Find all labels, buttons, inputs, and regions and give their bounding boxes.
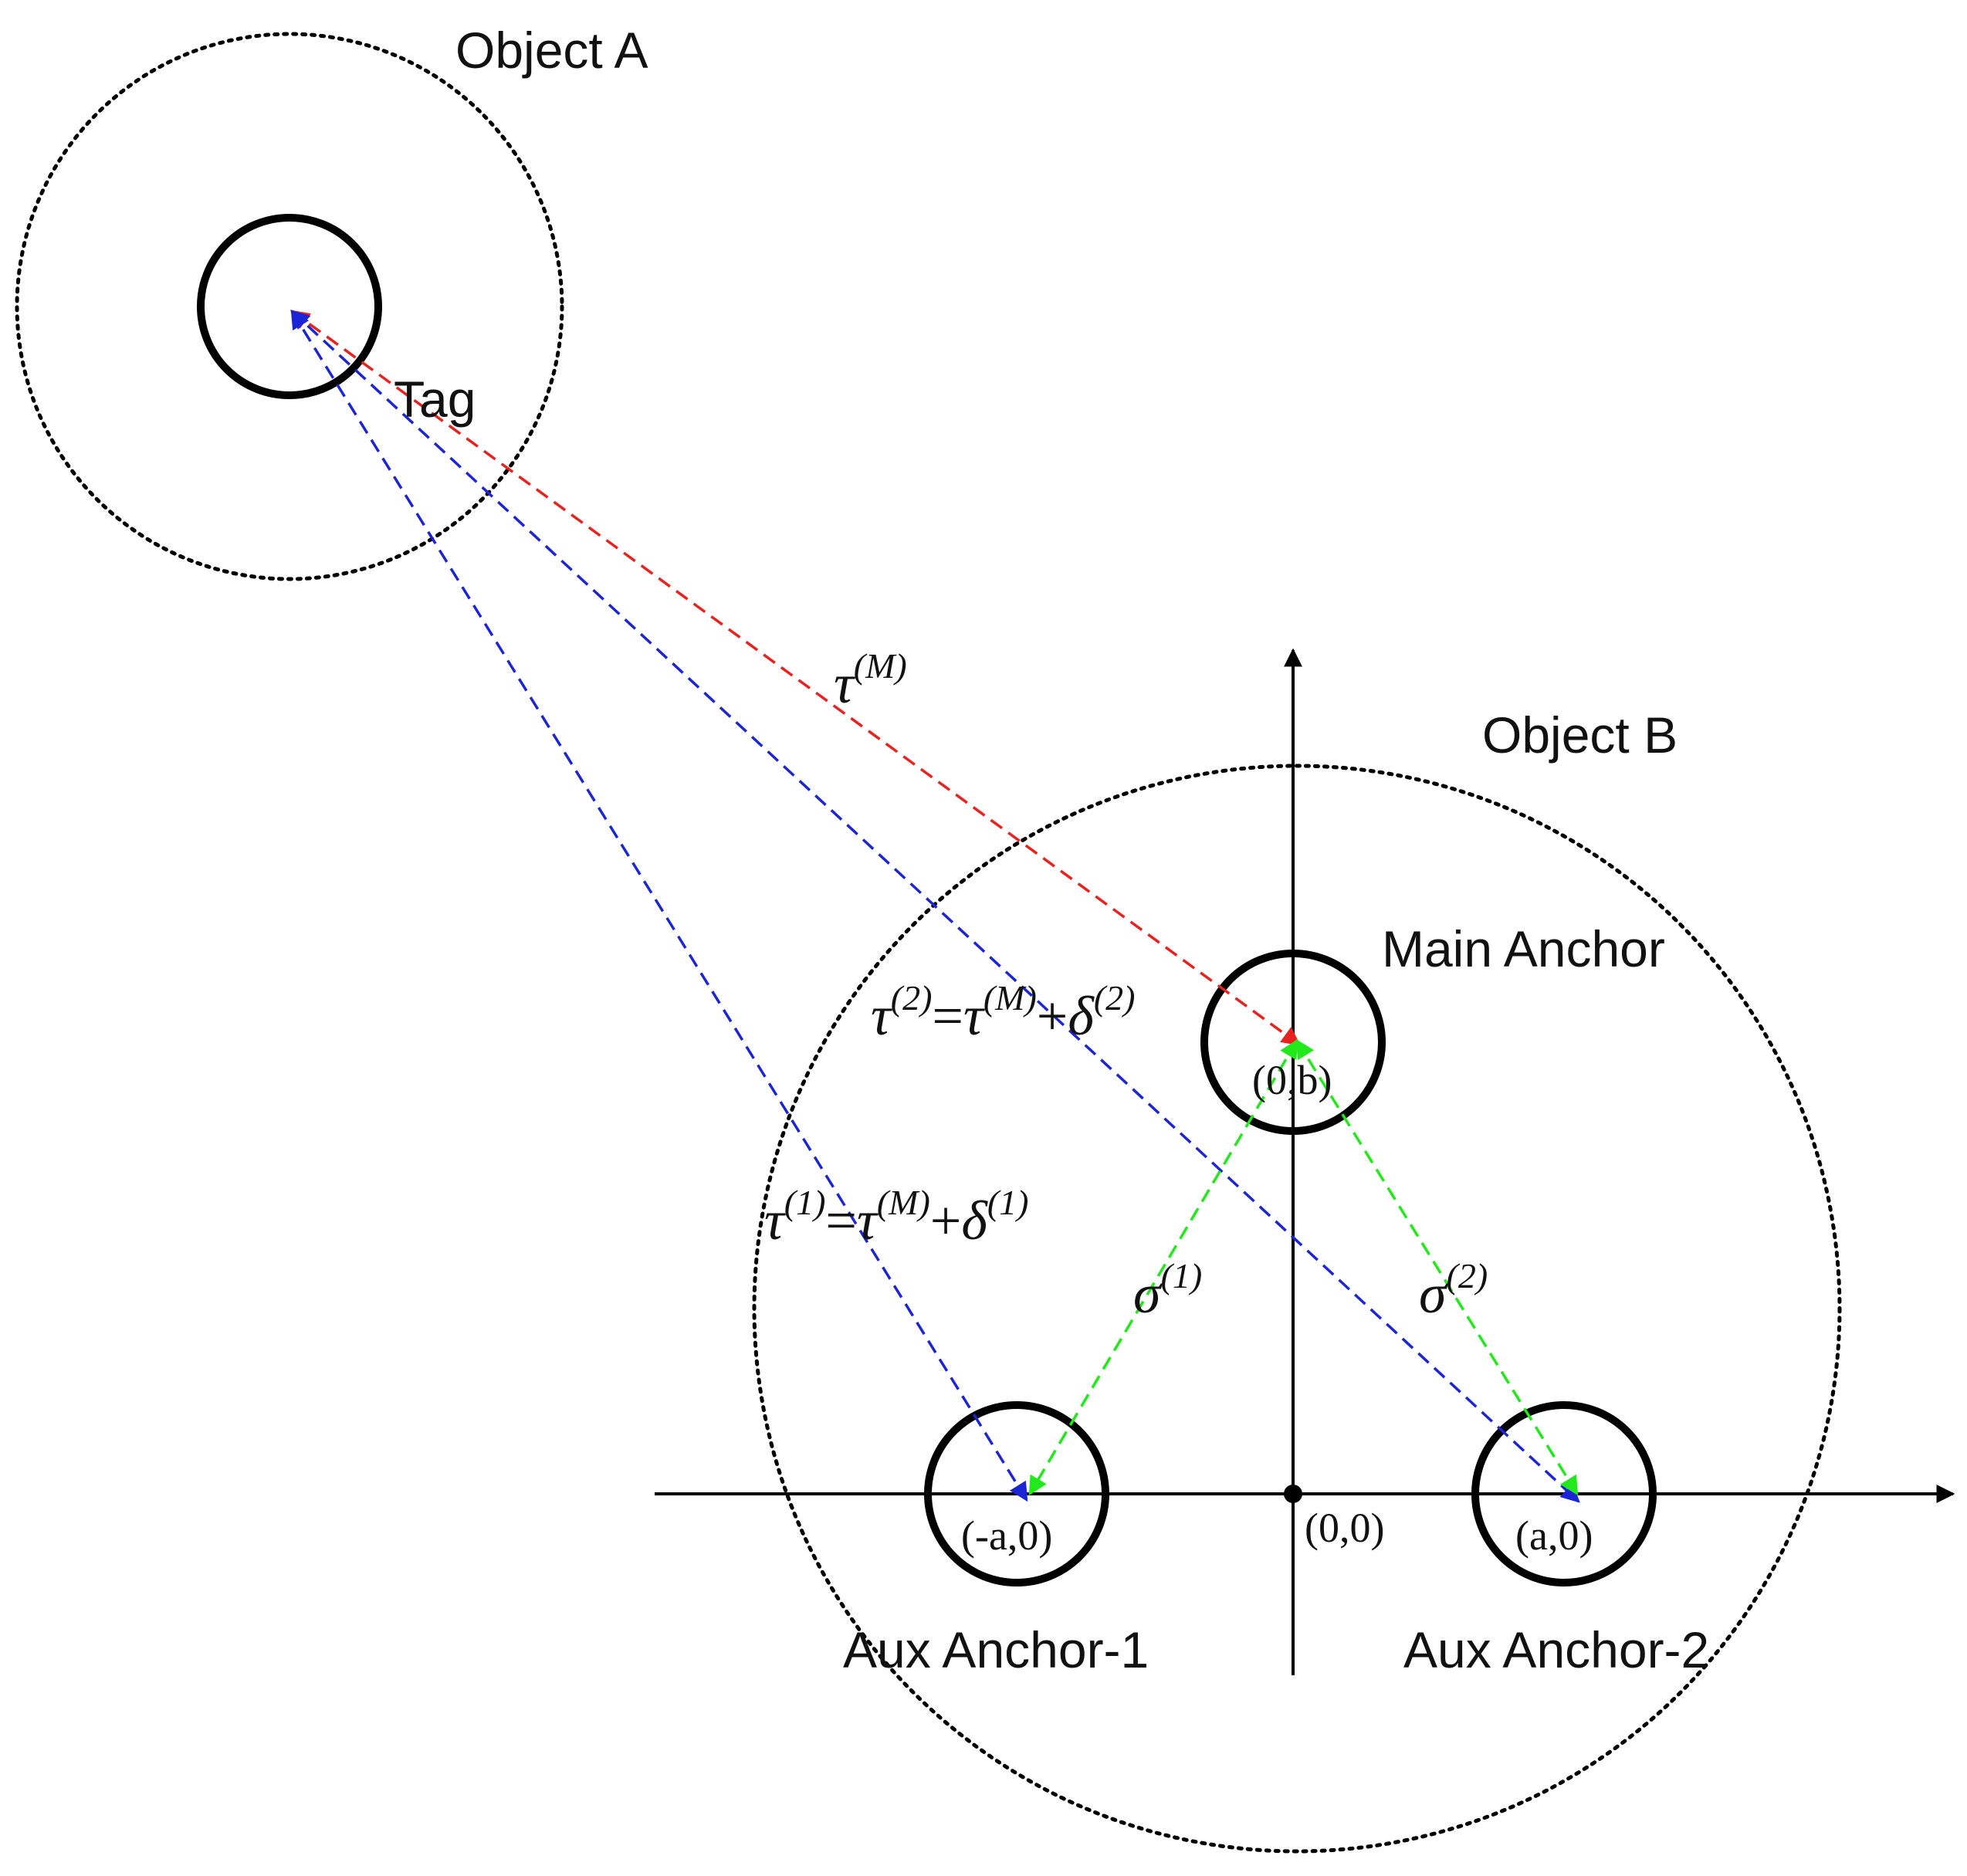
aux-anchor-2-coord: (a,0) (1515, 1512, 1593, 1559)
object-a-label: Object A (455, 22, 648, 79)
aux-anchor-2-label: Aux Anchor-2 (1403, 1621, 1709, 1678)
origin-dot (1284, 1485, 1302, 1503)
origin-coord: (0,0) (1305, 1505, 1384, 1551)
tag-node (197, 214, 382, 399)
object-b-boundary (752, 764, 1842, 1854)
aux-anchor-1-label: Aux Anchor-1 (843, 1621, 1149, 1678)
tau-2-label: τ(2)=τ(M)+δ(2) (871, 978, 1136, 1047)
tag-aux2-path (290, 310, 1580, 1503)
aux-anchor-1-coord: (-a,0) (961, 1512, 1052, 1559)
tag-label: Tag (394, 371, 476, 428)
object-a-boundary (15, 32, 564, 581)
tau-1-label: τ(1)=τ(M)+δ(1) (764, 1183, 1029, 1251)
object-b-label: Object B (1482, 706, 1678, 764)
sigma-2-label: σ(2) (1419, 1256, 1488, 1325)
main-anchor-label: Main Anchor (1382, 920, 1665, 977)
tag-aux1-path (290, 309, 1028, 1502)
main-aux1-path (1028, 1038, 1298, 1496)
sigma-1-label: σ(1) (1133, 1256, 1202, 1325)
main-aux2-path (1295, 1038, 1579, 1496)
main-anchor-coord: (0,b) (1252, 1057, 1332, 1103)
tau-m-label: τ(M) (834, 646, 907, 715)
